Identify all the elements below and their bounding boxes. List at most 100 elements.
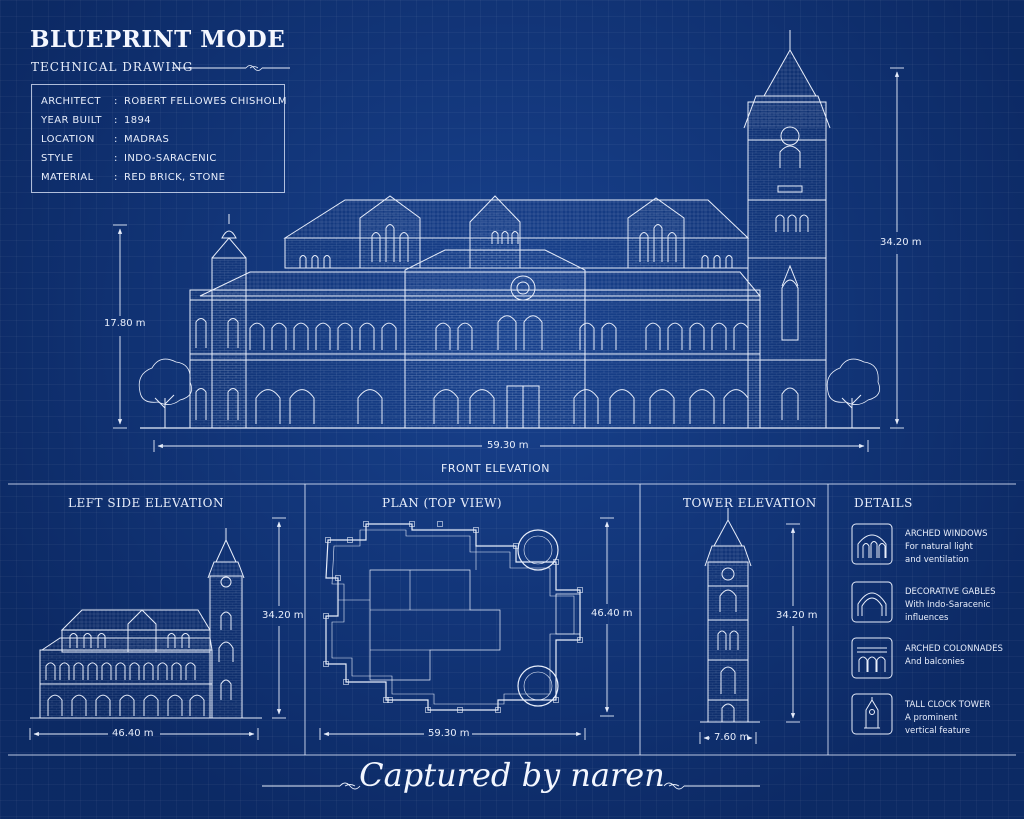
arched-window [337, 322, 353, 350]
plan-pier [425, 707, 431, 713]
plan-height-label: 46.40 m [591, 608, 633, 619]
side-upper-window [167, 633, 176, 648]
arched-window [579, 322, 595, 350]
detail-title: ARCHED COLONNADES [905, 644, 1003, 654]
side-arch [167, 694, 183, 716]
ground-arch [433, 389, 459, 424]
info-row-location: LOCATION:MADRAS [41, 134, 170, 145]
front-width-label: 59.30 m [487, 440, 529, 451]
side-arch [189, 694, 205, 716]
decorative-gable-icon [851, 581, 893, 623]
side-arch [119, 694, 135, 716]
side-window [157, 662, 168, 680]
info-row-material: MATERIAL:RED BRICK, STONE [41, 172, 226, 183]
info-row-architect: ARCHITECT:ROBERT FELLOWES CHISHOLM [41, 96, 287, 107]
tower-width-label: 7.60 m [714, 732, 750, 743]
subtitle-ornament [172, 65, 290, 71]
side-upper-window [83, 633, 92, 648]
clock-tower-icon [851, 693, 893, 735]
ground-arch [649, 389, 675, 424]
info-key: LOCATION [41, 134, 95, 145]
ground-arch [289, 389, 315, 424]
panel-dividers [8, 483, 1016, 756]
turret-window [227, 318, 239, 348]
front-dimensions [113, 67, 904, 452]
plan-pier [577, 587, 583, 593]
plan-width-label: 59.30 m [428, 728, 470, 739]
info-value: RED BRICK, STONE [124, 172, 226, 183]
plan-pier [457, 707, 463, 713]
ground-arch [357, 389, 383, 424]
plan-dimensions [319, 517, 614, 740]
tree-left [138, 358, 193, 428]
side-window [115, 662, 126, 680]
plan-heading: PLAN (TOP VIEW) [382, 496, 503, 510]
ground-arch [689, 389, 715, 424]
side-arch [71, 694, 87, 716]
plan-pier [383, 697, 389, 703]
side-upper-window [181, 633, 190, 648]
detail-desc-line: With Indo-Saracenic [905, 600, 991, 610]
signature-ornament-left [262, 782, 361, 790]
ground-arch [469, 389, 495, 424]
arched-window [601, 322, 617, 350]
info-key: YEAR BUILT [41, 115, 102, 126]
info-row-year: YEAR BUILT:1894 [41, 115, 152, 126]
plan-pier [473, 527, 479, 533]
plan-pier [409, 521, 415, 527]
turret-window [195, 388, 207, 420]
arched-window [271, 322, 287, 350]
detail-title: DECORATIVE GABLES [905, 587, 996, 597]
arched-window [293, 322, 309, 350]
plan-pier [513, 543, 519, 549]
side-window [87, 662, 98, 680]
page-title: BLUEPRINT MODE [30, 26, 286, 53]
arched-window [359, 322, 375, 350]
ground-arch [573, 389, 599, 424]
arched-window-icon [851, 523, 893, 565]
arched-window [381, 322, 397, 350]
signature: Captured by naren [359, 756, 665, 794]
front-height-left-label: 17.80 m [104, 318, 146, 329]
left-side-height-label: 34.20 m [262, 610, 304, 621]
arched-window [497, 315, 517, 350]
side-window [73, 662, 84, 680]
side-arch [47, 694, 63, 716]
left-side-dimensions [29, 517, 286, 740]
side-arch [95, 694, 111, 716]
tower-elevation-drawing [700, 508, 760, 723]
arched-window [667, 322, 683, 350]
info-key: STYLE [41, 153, 74, 164]
arched-window [457, 322, 473, 350]
detail-item-arched-windows: ARCHED WINDOWS For natural light and ven… [905, 528, 988, 567]
arched-colonnade-icon [851, 637, 893, 679]
detail-desc-line: and ventilation [905, 555, 969, 565]
turret-window [195, 318, 207, 348]
arched-window [733, 322, 749, 350]
plan-pier [335, 575, 341, 581]
info-key: ARCHITECT [41, 96, 101, 107]
side-window [143, 662, 154, 680]
side-window [101, 662, 112, 680]
detail-desc-line: For natural light [905, 542, 973, 552]
arched-window [645, 322, 661, 350]
arched-window [315, 322, 331, 350]
info-value: MADRAS [124, 134, 170, 145]
detail-item-clock-tower: TALL CLOCK TOWER A prominent vertical fe… [905, 699, 990, 738]
arched-window [711, 322, 727, 350]
side-window [45, 662, 56, 680]
side-upper-window [97, 633, 106, 648]
plan-drawing [323, 521, 583, 713]
plan-pier [553, 559, 559, 565]
plan-pier [387, 697, 393, 703]
info-value: 1894 [124, 115, 152, 126]
tower-height-label: 34.20 m [776, 610, 818, 621]
plan-pier [343, 679, 349, 685]
detail-item-arched-colonnades: ARCHED COLONNADES And balconies [905, 643, 1003, 669]
info-key: MATERIAL [41, 172, 94, 183]
arched-window [249, 322, 265, 350]
info-value: ROBERT FELLOWES CHISHOLM [124, 96, 287, 107]
side-arch [143, 694, 159, 716]
signature-ornament-right [663, 782, 760, 790]
